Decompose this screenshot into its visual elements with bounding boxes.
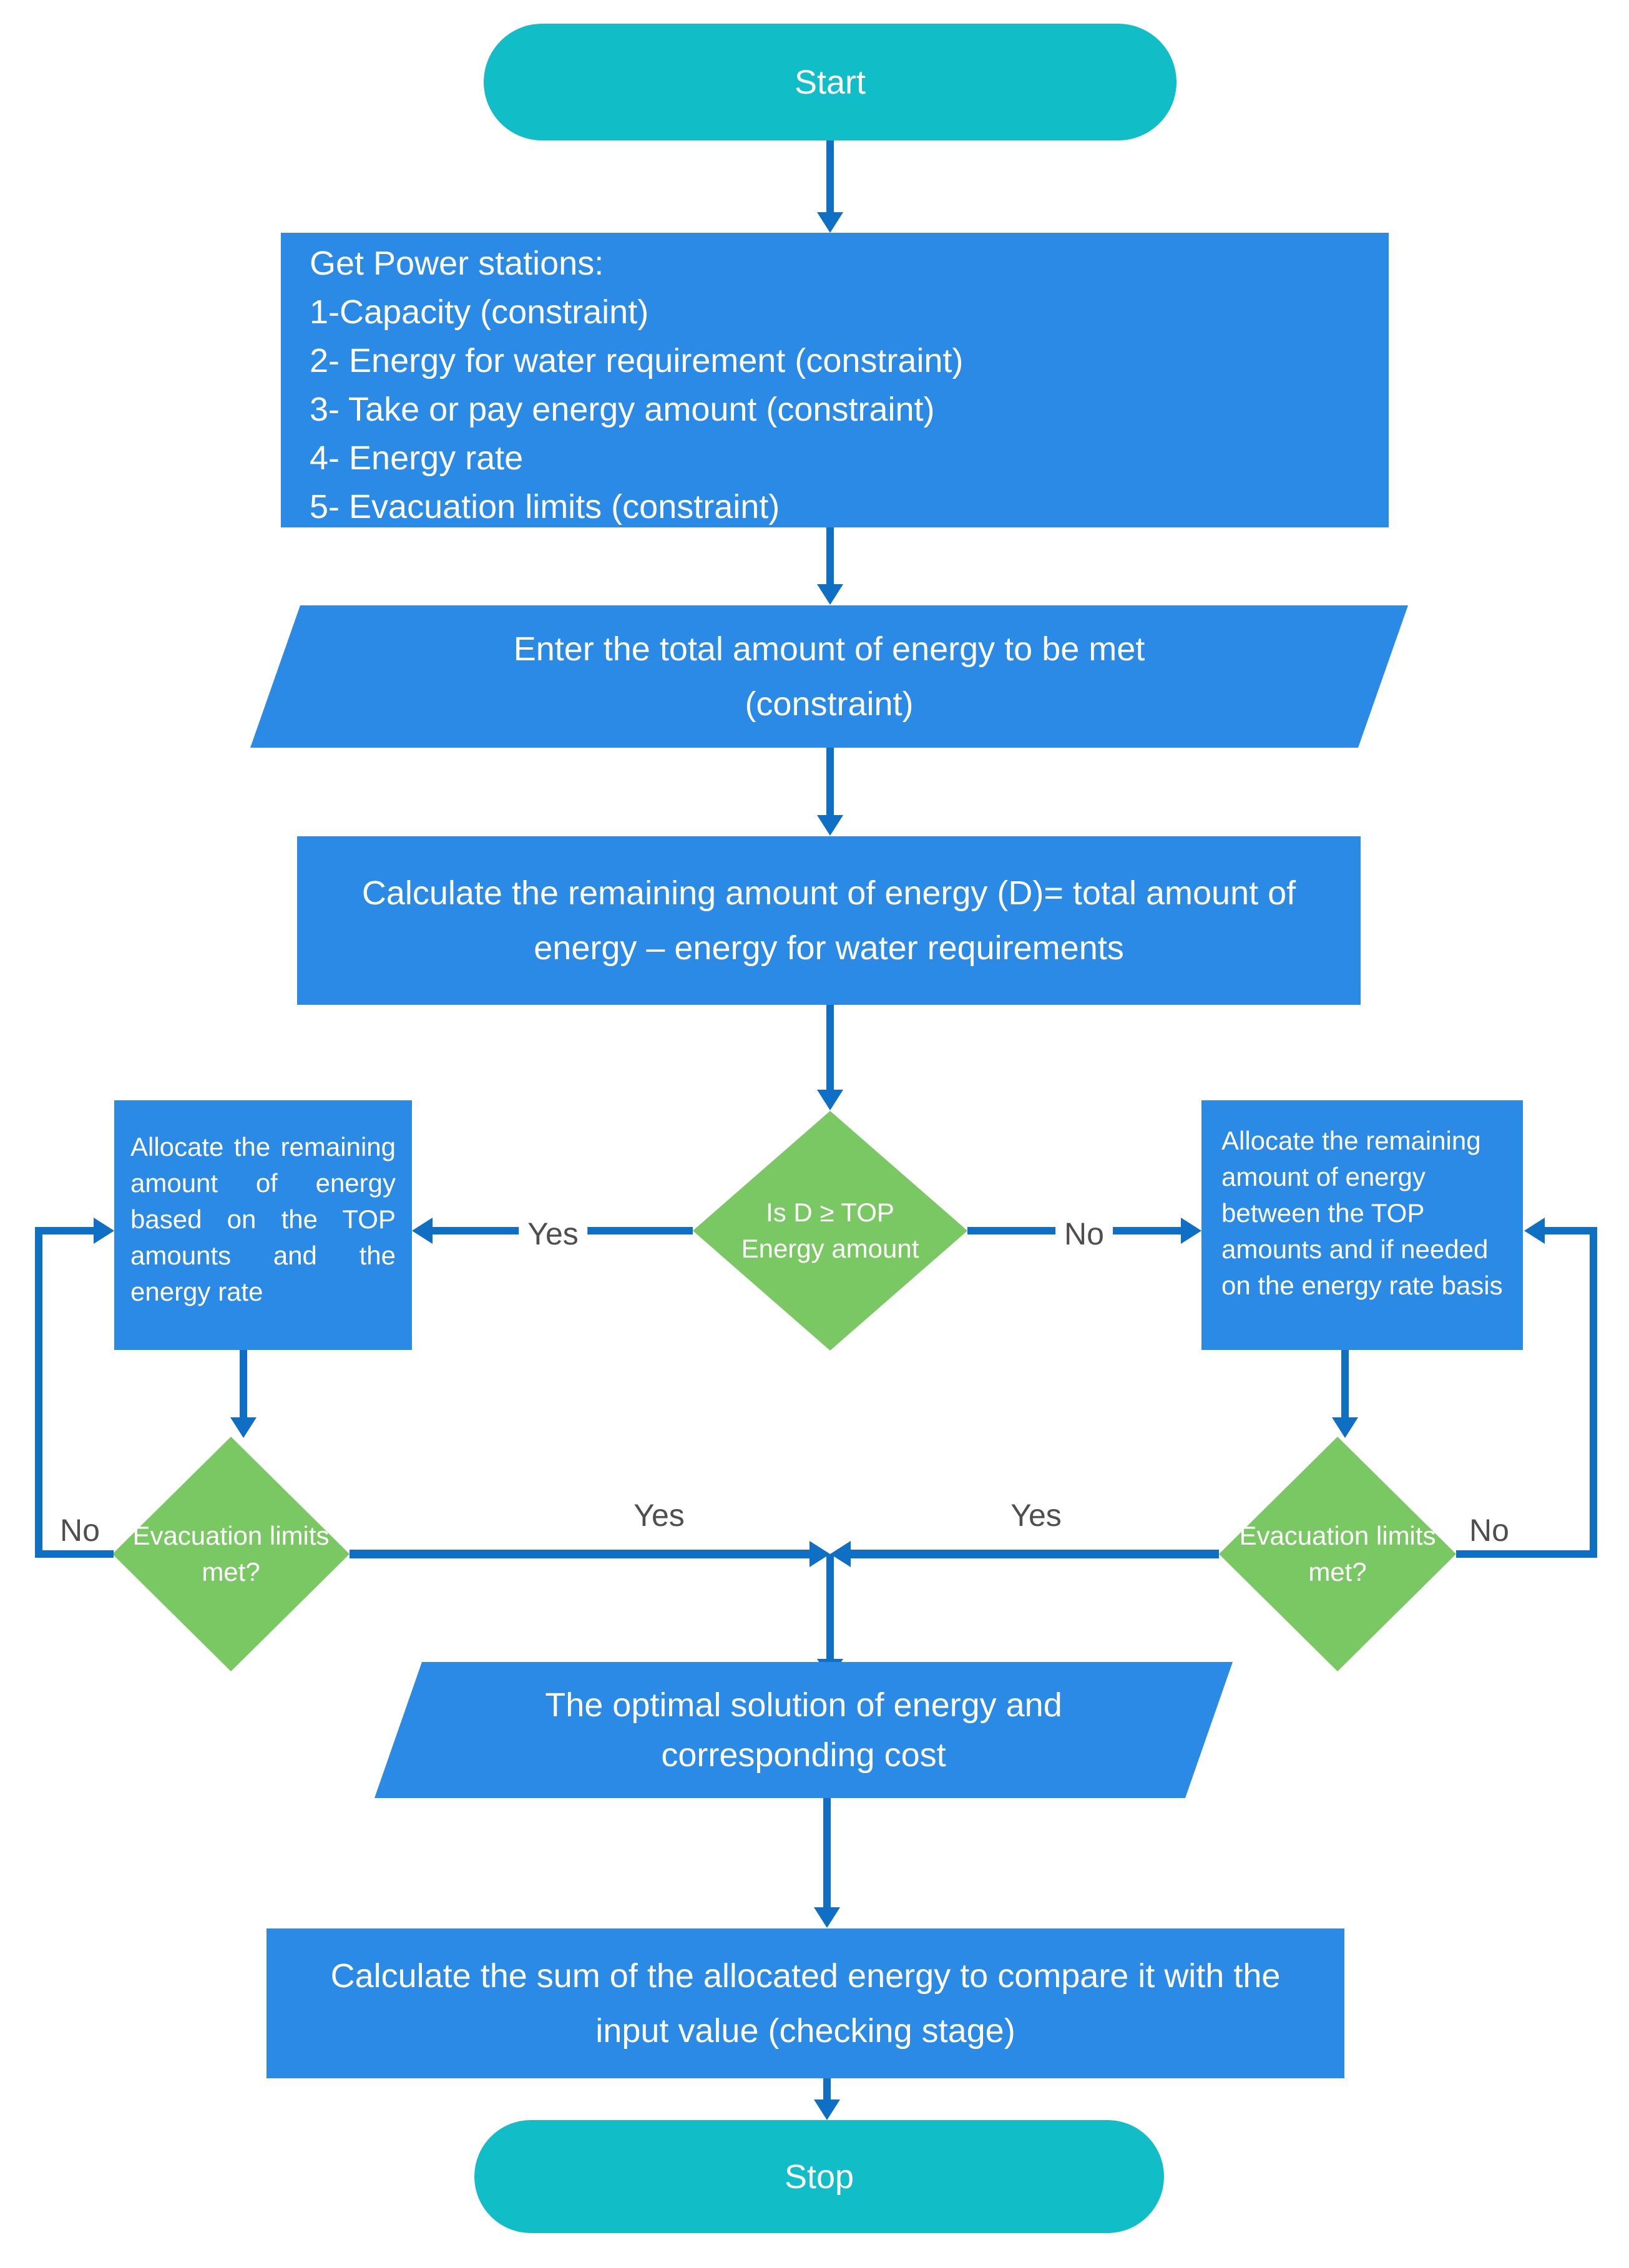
connector-loop-right-bottom xyxy=(1456,1550,1597,1558)
process-get-power-stations: Get Power stations: 1-Capacity (constrai… xyxy=(281,233,1389,527)
evac-right-line2: met? xyxy=(1308,1557,1367,1586)
decision-top-line1: Is D ≥ TOP xyxy=(766,1198,894,1227)
enter-total-line1: Enter the total amount of energy to be m… xyxy=(513,630,1145,668)
arrowhead-down-icon xyxy=(817,1090,843,1110)
arrowhead-down-icon xyxy=(817,212,843,233)
stop-label: Stop xyxy=(784,2158,854,2196)
decision-evac-left: Evacuation limits met? xyxy=(112,1437,350,1671)
connector-loop-right-vertical xyxy=(1590,1227,1597,1558)
process-calculate-remaining: Calculate the remaining amount of energy… xyxy=(297,836,1361,1005)
get-power-line-0: Get Power stations: xyxy=(310,245,604,282)
connector-loop-left-bottom xyxy=(39,1550,114,1558)
decision-top-line2: Energy amount xyxy=(741,1234,919,1263)
connector-junction-optimal xyxy=(826,1554,834,1661)
edge-label-yes-bottom-right: Yes xyxy=(1010,1498,1062,1533)
optimal-line2: corresponding cost xyxy=(661,1736,946,1774)
connector-enter-calc xyxy=(826,748,834,818)
arrowhead-left-icon xyxy=(1524,1218,1545,1244)
io-enter-total-energy: Enter the total amount of energy to be m… xyxy=(250,605,1408,748)
calc-remaining-line1: Calculate the remaining amount of energy… xyxy=(361,874,1296,912)
get-power-line-4: 4- Energy rate xyxy=(310,439,524,477)
enter-total-line2: (constraint) xyxy=(745,685,914,723)
connector-calcsum-stop xyxy=(823,2078,831,2102)
arrowhead-down-icon xyxy=(817,584,843,605)
connector-yes-bottom-right xyxy=(850,1550,1219,1558)
get-power-line-2: 2- Energy for water requirement (constra… xyxy=(310,342,964,379)
allocate-left-text: Allocate the remaining amount of energy … xyxy=(130,1132,396,1306)
calc-remaining-line2: energy – energy for water requirements xyxy=(534,929,1124,967)
edge-label-no-right: No xyxy=(1055,1218,1113,1249)
arrowhead-down-icon xyxy=(817,815,843,836)
stop-node: Stop xyxy=(474,2120,1164,2233)
connector-optimal-calcsum xyxy=(823,1798,831,1909)
connector-rightbox-evac xyxy=(1341,1350,1349,1419)
arrowhead-right-icon xyxy=(1181,1218,1201,1244)
connector-loop-left-top xyxy=(35,1227,95,1234)
arrowhead-down-icon xyxy=(814,2099,840,2120)
get-power-line-3: 3- Take or pay energy amount (constraint… xyxy=(310,391,935,428)
evac-left-line2: met? xyxy=(202,1557,260,1586)
decision-d-vs-top: Is D ≥ TOP Energy amount xyxy=(693,1111,967,1351)
connector-calc-decision xyxy=(826,1005,834,1092)
connector-leftbox-evac xyxy=(240,1350,247,1419)
io-optimal-solution: The optimal solution of energy and corre… xyxy=(374,1662,1233,1798)
process-allocate-top-rate: Allocate the remaining amount of energy … xyxy=(114,1100,412,1350)
calc-sum-line2: input value (checking stage) xyxy=(595,2012,1015,2050)
edge-label-yes-left: Yes xyxy=(519,1218,587,1249)
decision-evac-right: Evacuation limits met? xyxy=(1219,1437,1456,1671)
process-calculate-sum: Calculate the sum of the allocated energ… xyxy=(267,1928,1344,2078)
get-power-line-5: 5- Evacuation limits (constraint) xyxy=(310,488,780,525)
connector-start-getpower xyxy=(826,140,834,214)
connector-getpower-enter xyxy=(826,527,834,587)
edge-label-yes-bottom-left: Yes xyxy=(634,1498,685,1533)
edge-label-no-loop-right: No xyxy=(1469,1513,1509,1548)
optimal-line1: The optimal solution of energy and xyxy=(545,1686,1062,1724)
start-node: Start xyxy=(484,24,1176,140)
allocate-right-text: Allocate the remaining amount of energy … xyxy=(1221,1126,1503,1300)
evac-left-line1: Evacuation limits xyxy=(132,1521,330,1550)
connector-loop-right-top xyxy=(1544,1227,1597,1234)
get-power-line-1: 1-Capacity (constraint) xyxy=(310,293,649,331)
arrowhead-down-icon xyxy=(814,1907,840,1928)
arrowhead-left-icon xyxy=(412,1218,433,1244)
connector-loop-left-vertical xyxy=(35,1227,42,1558)
evac-right-line1: Evacuation limits xyxy=(1239,1521,1436,1550)
arrowhead-down-icon xyxy=(1332,1417,1358,1438)
arrowhead-down-icon xyxy=(230,1417,257,1438)
process-allocate-between-top: Allocate the remaining amount of energy … xyxy=(1201,1100,1523,1350)
edge-label-no-loop-left: No xyxy=(60,1513,100,1548)
calc-sum-line1: Calculate the sum of the allocated energ… xyxy=(330,1957,1281,1995)
connector-yes-bottom-left xyxy=(350,1550,811,1558)
arrowhead-right-icon xyxy=(94,1218,114,1244)
start-label: Start xyxy=(794,63,866,101)
